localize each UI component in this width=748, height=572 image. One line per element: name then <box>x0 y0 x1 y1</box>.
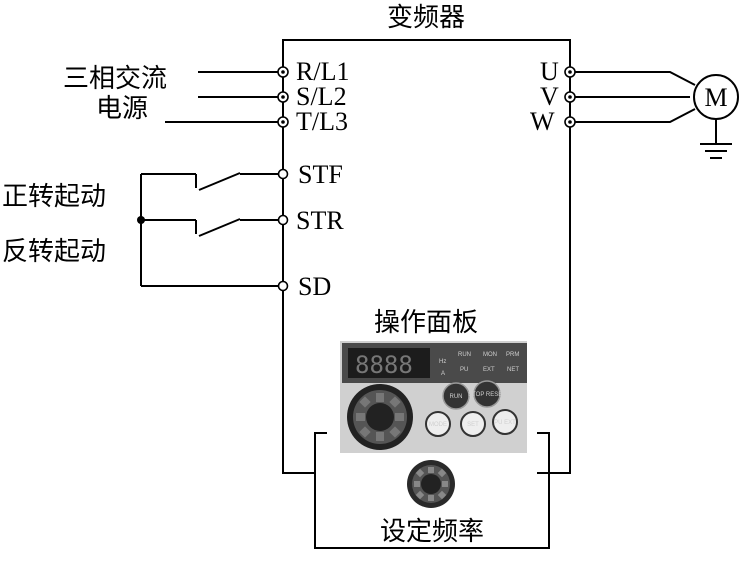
power-label-line2: 电源 <box>96 94 148 124</box>
stop-reset-button[interactable]: STOP RESET <box>468 392 506 398</box>
reverse-start-label: 反转起动 <box>2 237 106 267</box>
motor-label: M <box>704 83 727 112</box>
terminal-t-label: T/L3 <box>296 107 348 136</box>
indicator-ext: EXT <box>483 367 495 373</box>
reverse-switch <box>195 218 278 237</box>
ground-icon <box>700 119 732 159</box>
pu-ext-button[interactable]: PU EXT <box>494 420 516 426</box>
frequency-setting-label: 设定频率 <box>380 517 484 547</box>
terminal-r-label: R/L1 <box>296 57 349 86</box>
inverter-title: 变频器 <box>387 3 465 33</box>
indicator-prm: PRM <box>506 352 519 358</box>
output-terminals <box>564 66 576 128</box>
terminal-s-label: S/L2 <box>296 82 347 111</box>
run-button[interactable]: RUN <box>450 394 463 400</box>
terminal-u-label: U <box>540 57 559 86</box>
inverter-box <box>282 39 571 474</box>
terminal-stf-label: STF <box>298 160 343 189</box>
panel-dial-icon <box>347 384 413 450</box>
panel-bracket <box>314 432 550 549</box>
indicator-mon: MON <box>483 352 497 358</box>
panel-title: 操作面板 <box>374 308 478 338</box>
mode-button[interactable]: MODE <box>429 422 447 428</box>
forward-start-label: 正转起动 <box>2 182 106 212</box>
power-input-wires <box>165 71 278 123</box>
motor-wires <box>575 71 696 123</box>
terminal-str-label: STR <box>296 206 344 235</box>
indicator-net: NET <box>507 367 519 373</box>
unit-a: A <box>441 371 445 377</box>
terminal-sd-label: SD <box>298 272 331 301</box>
power-label-line1: 三相交流 <box>63 64 167 94</box>
frequency-knob-icon[interactable] <box>407 460 455 508</box>
forward-switch <box>195 172 278 191</box>
unit-hz: Hz <box>439 359 446 365</box>
terminal-w-label: W <box>530 107 555 136</box>
indicator-pu: PU <box>460 367 468 373</box>
control-wiring <box>137 173 278 287</box>
control-terminals <box>277 168 289 292</box>
indicator-run: RUN <box>458 352 471 358</box>
operator-panel: 8888 Hz A RUN MON PRM PU EXT NET <box>340 341 527 453</box>
panel-display: 8888 <box>355 351 413 379</box>
set-button[interactable]: SET <box>467 422 479 428</box>
input-terminals <box>277 66 289 128</box>
terminal-v-label: V <box>540 82 559 111</box>
